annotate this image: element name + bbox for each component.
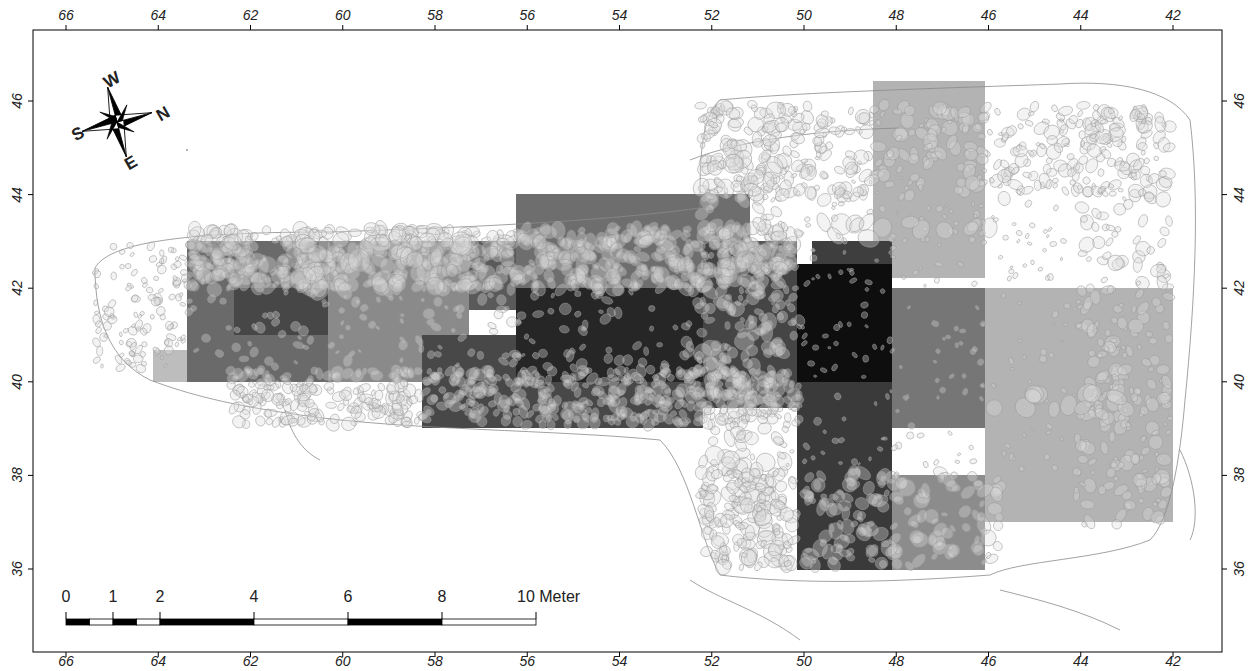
map-stage: 6664626058565452504846444266646260585654… — [0, 0, 1255, 671]
